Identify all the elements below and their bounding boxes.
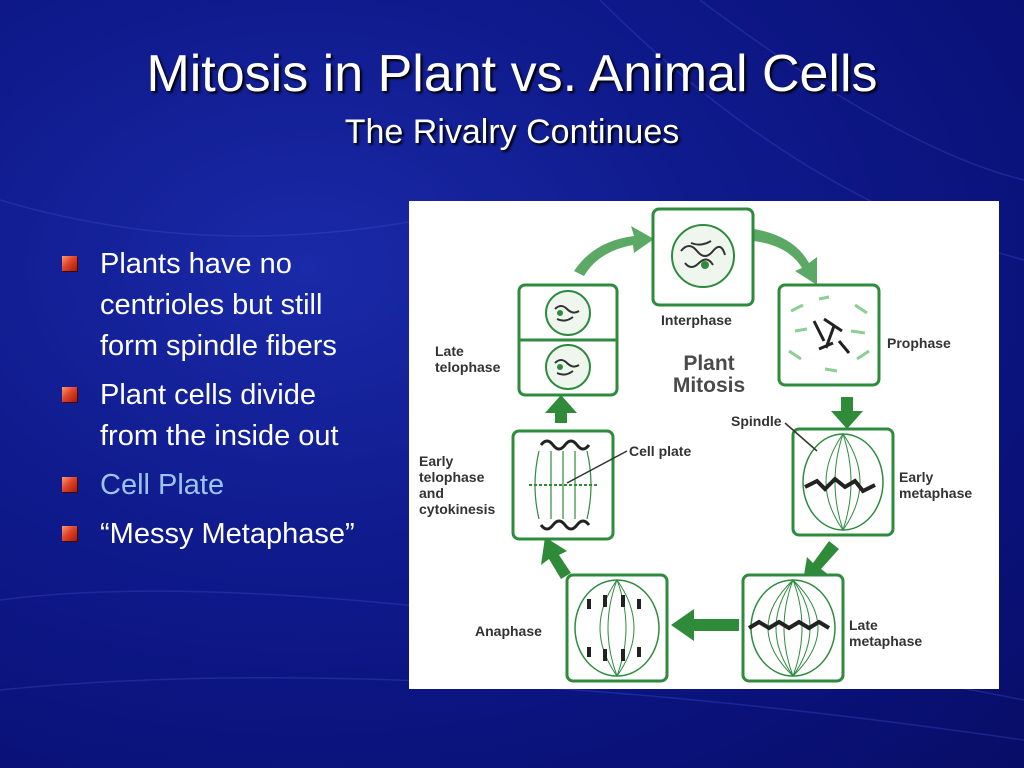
anaphase-cell	[565, 573, 669, 683]
arrow-prophase-to-metaphase	[831, 397, 863, 429]
label-line: cytokinesis	[419, 501, 496, 517]
bullet-item: Plants have no centrioles but still form…	[62, 244, 382, 367]
arrow-anaphase-to-early-telophase	[541, 537, 571, 579]
label-line: telophase	[419, 469, 485, 485]
label-interphase: Interphase	[661, 312, 732, 328]
label-line: telophase	[435, 359, 501, 375]
arrow-interphase-to-prophase	[754, 229, 817, 285]
label-cell-plate: Cell plate	[629, 443, 692, 459]
label-late-telophase: Late telophase	[435, 343, 500, 375]
prophase-cell	[777, 283, 881, 387]
label-line: Late	[435, 343, 464, 359]
interphase-cell	[651, 207, 755, 307]
late-metaphase-cell	[741, 573, 845, 683]
bullet-text: Cell Plate	[100, 469, 225, 501]
label-line: metaphase	[849, 633, 923, 649]
spindle-leader-line	[784, 422, 818, 452]
early-telophase-cell	[511, 429, 615, 541]
label-line: and	[419, 485, 444, 501]
center-title-line-1: Plant	[683, 352, 735, 375]
bullet-item: Cell Plate	[62, 465, 382, 506]
arrow-early-telophase-to-late-telophase	[545, 395, 577, 423]
early-metaphase-cell	[791, 427, 895, 537]
arrow-late-telophase-to-interphase	[574, 226, 654, 276]
label-line: Early	[419, 453, 454, 469]
cycle-arrows	[541, 226, 863, 641]
bullet-square-icon	[62, 477, 77, 492]
late-telophase-cells	[517, 283, 619, 397]
bullet-square-icon	[62, 526, 77, 541]
label-line: metaphase	[899, 485, 973, 501]
bullet-square-icon	[62, 387, 77, 402]
label-prophase: Prophase	[887, 335, 951, 351]
slide-subtitle: The Rivalry Continues	[344, 113, 680, 151]
bullet-text: “Messy Metaphase”	[100, 518, 355, 550]
center-title-line-2: Mitosis	[672, 374, 746, 397]
label-spindle: Spindle	[731, 413, 782, 429]
plant-mitosis-diagram: Plant Mitosis Interphase Prophase Spindl…	[409, 201, 999, 689]
diagram-center-title: Plant Mitosis	[659, 353, 759, 397]
label-line: Early	[899, 469, 934, 485]
bullet-text: Plant cells divide from the inside out	[100, 379, 339, 452]
mitosis-cycle-figure	[511, 207, 895, 683]
label-line: Late	[849, 617, 878, 633]
label-early-metaphase: Early metaphase	[899, 469, 972, 501]
bullet-square-icon	[62, 256, 77, 271]
slide-title: Mitosis in Plant vs. Animal Cells	[146, 45, 878, 103]
bullet-list: Plants have no centrioles but still form…	[62, 244, 382, 563]
label-anaphase: Anaphase	[475, 623, 542, 639]
bullet-text: Plants have no centrioles but still form…	[100, 248, 337, 362]
label-early-telophase: Early telophase and cytokinesis	[419, 453, 495, 517]
arrow-late-metaphase-to-anaphase	[671, 609, 739, 641]
label-late-metaphase: Late metaphase	[849, 617, 922, 649]
cell-plate-leader-line	[566, 450, 628, 484]
bullet-item: Plant cells divide from the inside out	[62, 375, 382, 457]
arrow-metaphase-to-late-metaphase	[803, 541, 839, 581]
bullet-item: “Messy Metaphase”	[62, 514, 382, 555]
